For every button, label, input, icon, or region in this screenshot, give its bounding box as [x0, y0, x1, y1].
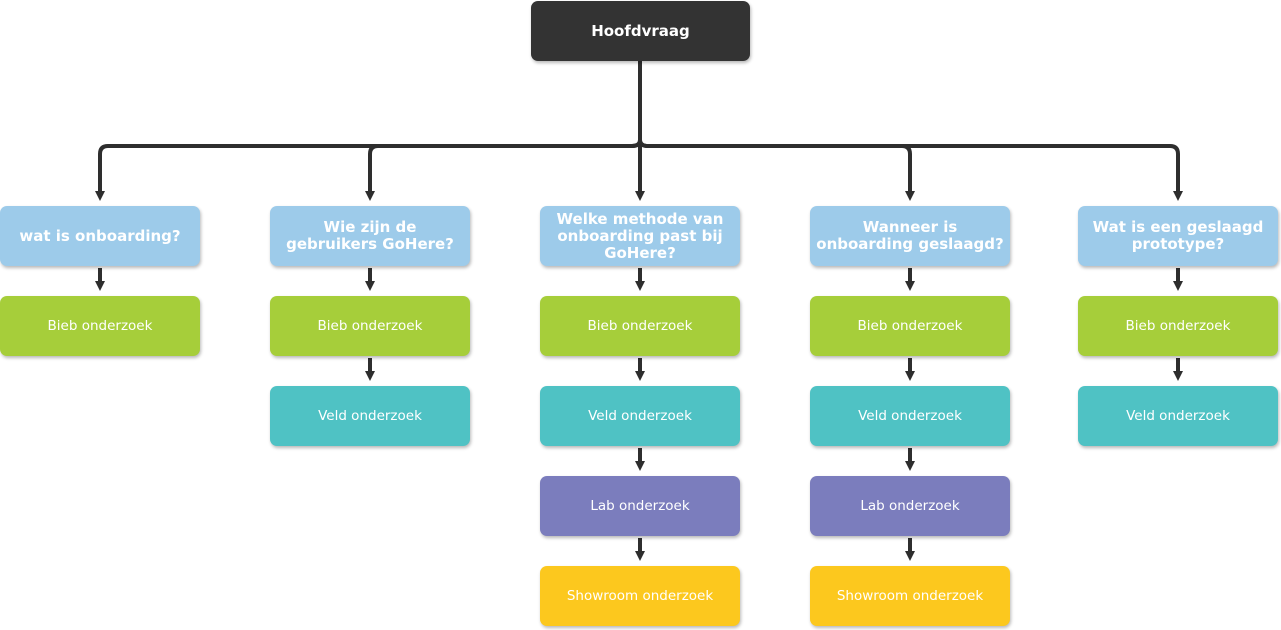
method-node-3-veld: Veld onderzoek — [540, 386, 740, 446]
question-node-1: wat is onboarding? — [0, 206, 200, 266]
root-node-hoofdvraag: Hoofdvraag — [531, 1, 750, 61]
question-node-4: Wanneer is onboarding geslaagd? — [810, 206, 1010, 266]
branch-arrow-5 — [638, 139, 1183, 201]
branch-arrow-2 — [365, 139, 642, 201]
method-node-3-lab: Lab onderzoek — [540, 476, 740, 536]
question-node-5: Wat is een geslaagd prototype? — [1078, 206, 1278, 266]
question-node-2: Wie zijn de gebruikers GoHere? — [270, 206, 470, 266]
method-node-4-lab: Lab onderzoek — [810, 476, 1010, 536]
method-node-4-showroom: Showroom onderzoek — [810, 566, 1010, 626]
method-node-4-veld: Veld onderzoek — [810, 386, 1010, 446]
method-node-1-bieb: Bieb onderzoek — [0, 296, 200, 356]
method-node-2-bieb: Bieb onderzoek — [270, 296, 470, 356]
method-node-3-bieb: Bieb onderzoek — [540, 296, 740, 356]
method-node-5-bieb: Bieb onderzoek — [1078, 296, 1278, 356]
method-node-4-bieb: Bieb onderzoek — [810, 296, 1010, 356]
method-node-2-veld: Veld onderzoek — [270, 386, 470, 446]
method-node-5-veld: Veld onderzoek — [1078, 386, 1278, 446]
method-node-3-showroom: Showroom onderzoek — [540, 566, 740, 626]
question-node-3: Welke methode van onboarding past bij Go… — [540, 206, 740, 266]
branch-arrow-4 — [638, 139, 915, 201]
